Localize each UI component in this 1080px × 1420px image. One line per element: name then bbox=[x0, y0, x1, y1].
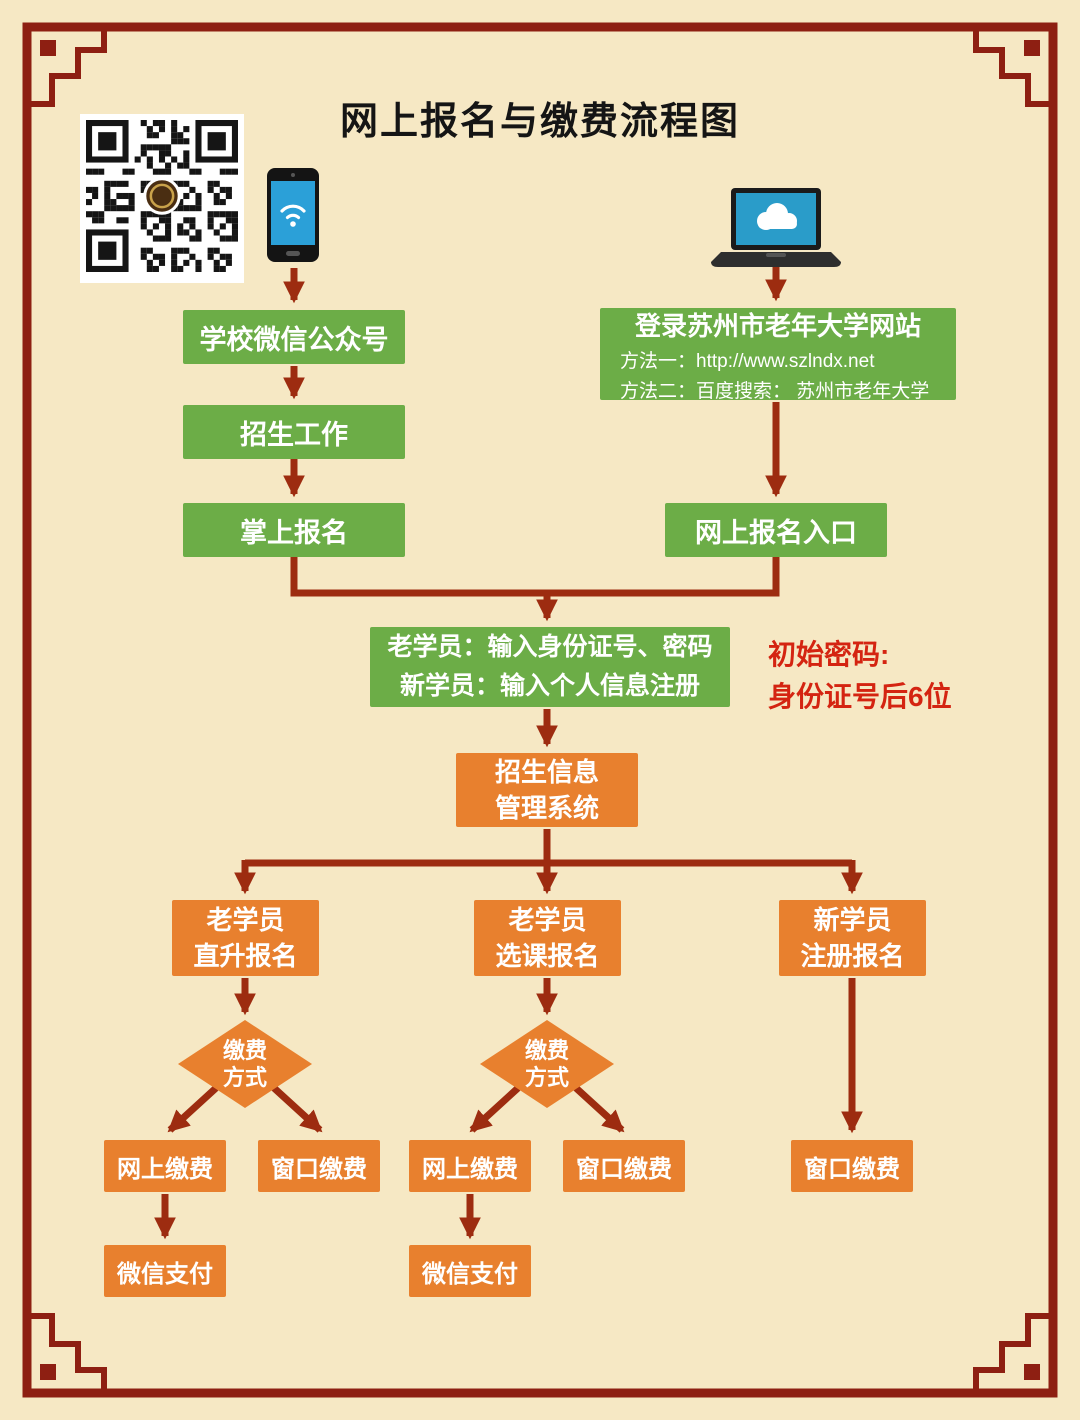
website-method-2: 方法二：百度搜索： 苏州市老年大学 bbox=[620, 380, 930, 402]
node-website-login: 登录苏州市老年大学网站 方法一：http://www.szlndx.net 方法… bbox=[600, 308, 956, 402]
node-new-student-registration: 新学员 注册报名 bbox=[779, 900, 926, 976]
system-line1: 招生信息 bbox=[494, 756, 599, 787]
password-note-line1: 初始密码: bbox=[768, 639, 890, 670]
login-line-new-student: 新学员：输入个人信息注册 bbox=[399, 672, 700, 700]
decision-line2: 方式 bbox=[524, 1065, 569, 1090]
initial-password-note: 初始密码: 身份证号后6位 bbox=[768, 634, 952, 718]
node-wechat-official-account: 学校微信公众号 bbox=[183, 310, 405, 364]
branch-line2: 选课报名 bbox=[495, 941, 600, 971]
login-line-old-student: 老学员：输入身份证号、密码 bbox=[387, 633, 713, 662]
decision-line1: 缴费 bbox=[222, 1037, 267, 1063]
website-method-1: 方法一：http://www.szlndx.net bbox=[620, 350, 875, 372]
branch-line1: 老学员 bbox=[508, 904, 587, 935]
decision-line2: 方式 bbox=[222, 1065, 267, 1090]
node-online-payment-left: 网上缴费 bbox=[104, 1140, 226, 1192]
node-wechat-pay-left: 微信支付 bbox=[104, 1245, 226, 1297]
system-line2: 管理系统 bbox=[494, 793, 599, 823]
node-old-student-direct-registration: 老学员 直升报名 bbox=[172, 900, 319, 976]
branch-line1: 老学员 bbox=[206, 904, 285, 935]
password-note-line2: 身份证号后6位 bbox=[768, 681, 952, 712]
node-admissions-work: 招生工作 bbox=[183, 405, 405, 459]
branch-line2: 直升报名 bbox=[193, 941, 298, 971]
node-online-payment-mid: 网上缴费 bbox=[409, 1140, 531, 1192]
node-admission-info-system: 招生信息 管理系统 bbox=[456, 753, 638, 827]
laptop-icon bbox=[710, 186, 842, 275]
smartphone-icon bbox=[264, 166, 322, 271]
node-wechat-pay-mid: 微信支付 bbox=[409, 1245, 531, 1297]
decision-line1: 缴费 bbox=[524, 1037, 569, 1063]
node-window-payment-mid: 窗口缴费 bbox=[563, 1140, 685, 1192]
node-window-payment-right: 窗口缴费 bbox=[791, 1140, 913, 1192]
node-window-payment-left: 窗口缴费 bbox=[258, 1140, 380, 1192]
qr-code bbox=[80, 114, 244, 283]
node-online-registration-entry: 网上报名入口 bbox=[665, 503, 887, 557]
node-login-instructions: 老学员：输入身份证号、密码 新学员：输入个人信息注册 bbox=[370, 627, 730, 707]
branch-line1: 新学员 bbox=[813, 904, 892, 935]
branch-line2: 注册报名 bbox=[800, 941, 905, 971]
node-old-student-course-registration: 老学员 选课报名 bbox=[474, 900, 621, 976]
node-mobile-registration: 掌上报名 bbox=[183, 503, 405, 557]
website-login-title: 登录苏州市老年大学网站 bbox=[634, 310, 921, 341]
